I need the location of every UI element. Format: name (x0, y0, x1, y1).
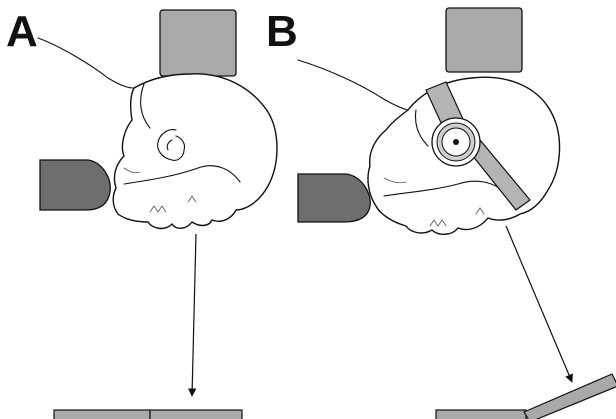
panel-a-detector-left (54, 410, 150, 419)
panel-a-beam-arrow (192, 234, 196, 396)
panel-a-head-outline (113, 74, 277, 229)
panel-b-detector-flat (436, 410, 526, 419)
panel-b: B (266, 7, 616, 419)
panel-a-neck-line (38, 38, 134, 88)
panel-b-neck-line (298, 60, 408, 110)
panel-b-detector-tilted (524, 374, 616, 419)
panel-b-top-block (446, 8, 522, 72)
panel-b-support-pad (298, 174, 370, 222)
panel-a-support-pad (40, 160, 110, 210)
panel-b-beam-arrow (506, 226, 572, 382)
panel-b-label: B (266, 7, 298, 56)
panel-a-detector-right (150, 410, 242, 419)
panel-b-ear-rod-center (453, 139, 459, 145)
panel-a-top-block (160, 10, 236, 76)
panel-a-label: A (6, 7, 38, 56)
panel-a: A (6, 7, 277, 419)
